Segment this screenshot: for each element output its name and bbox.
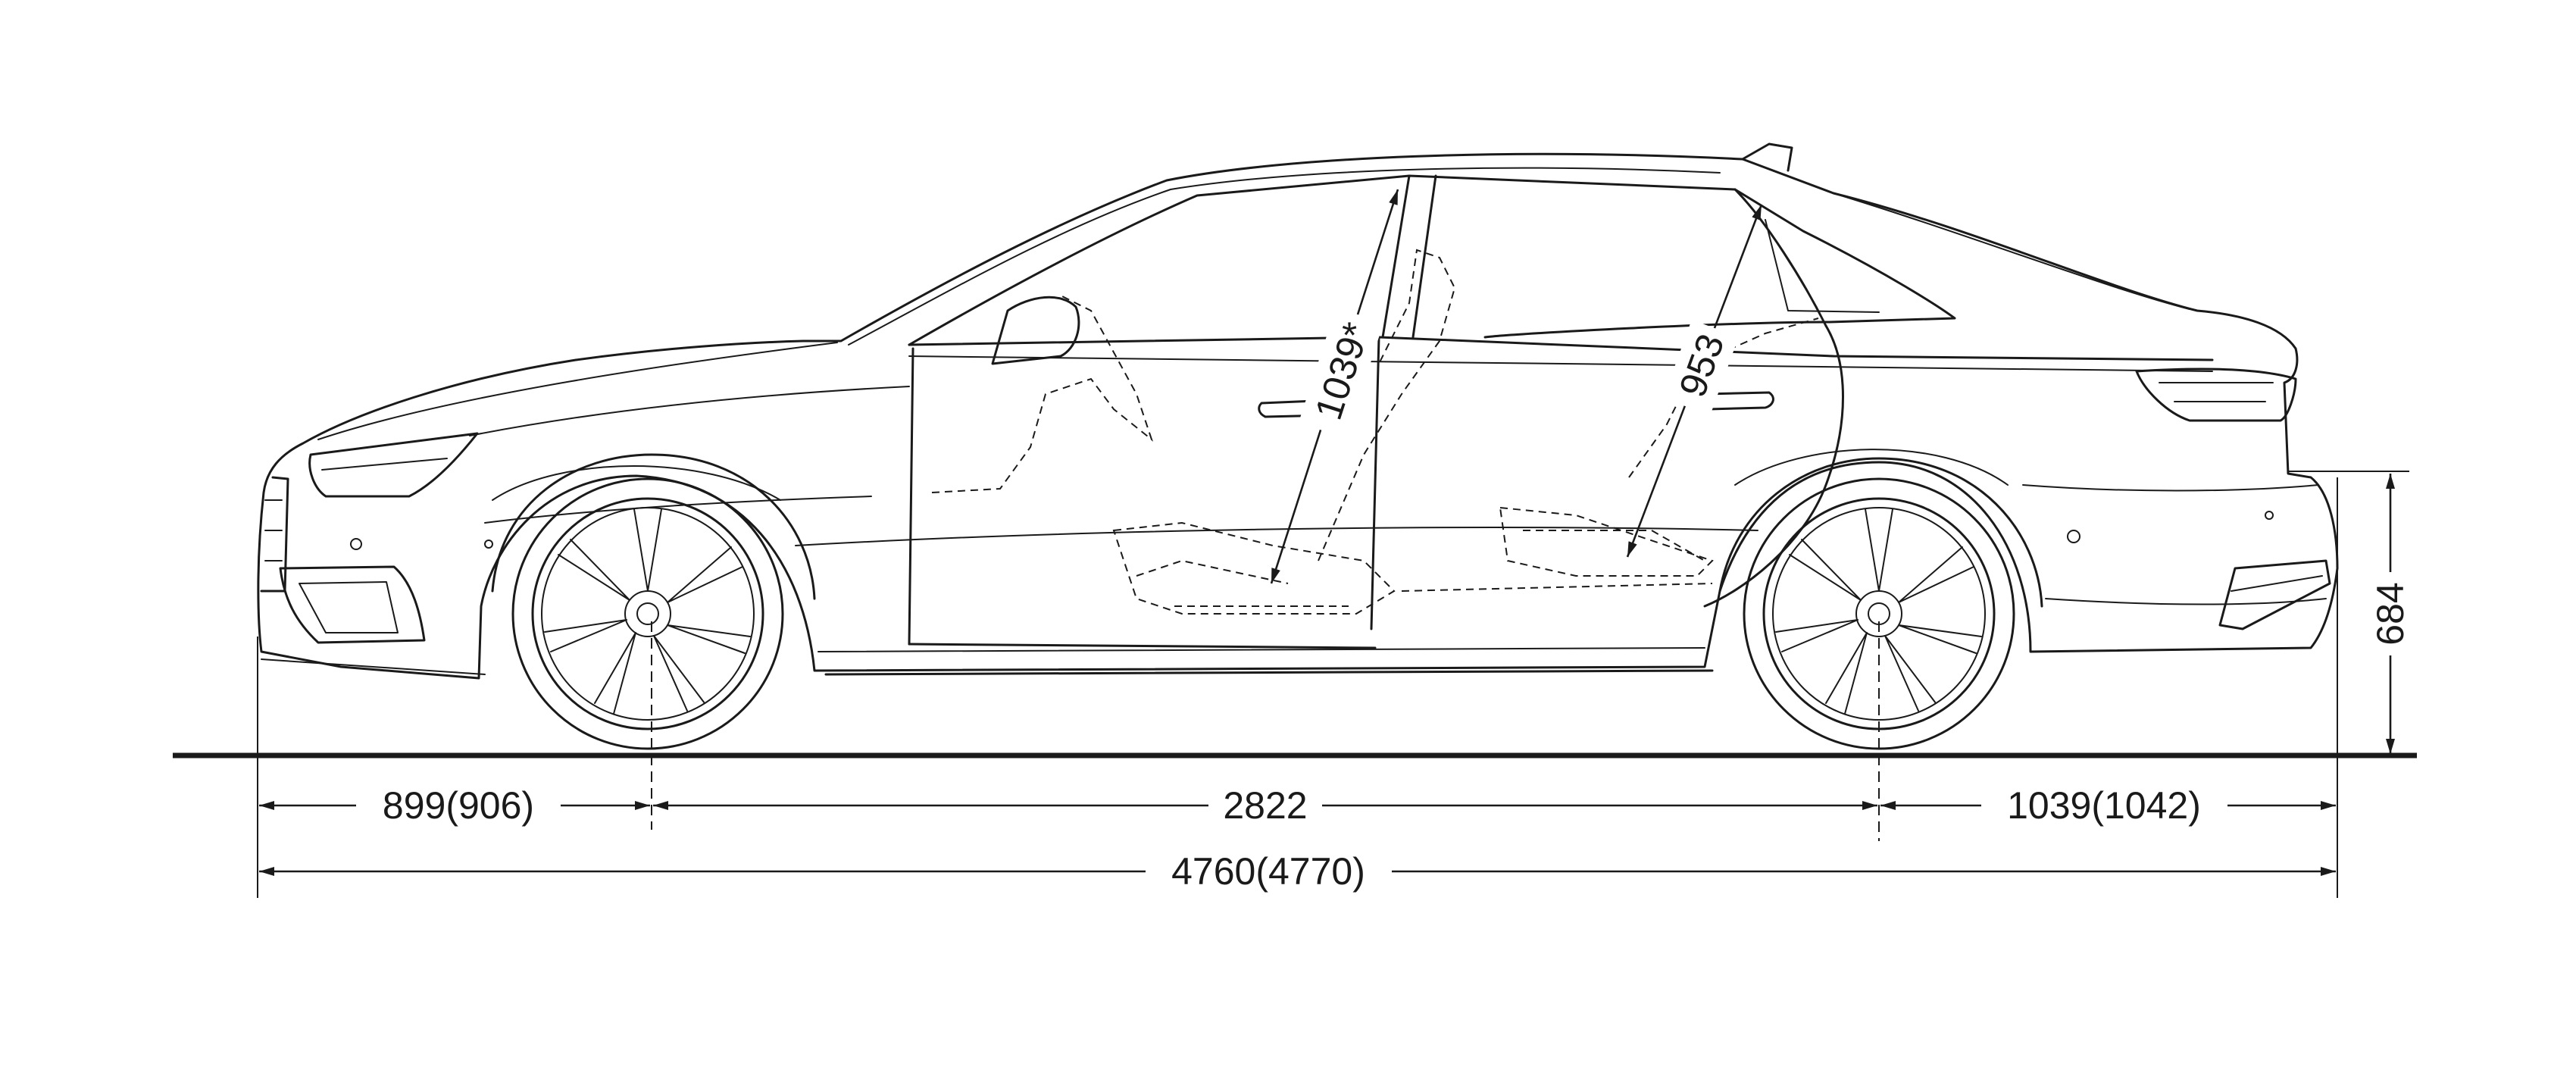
dimension-overall-length: 4760(4770) [259, 846, 2336, 896]
car-side-profile [257, 142, 2339, 750]
dimension-rear-headroom: 953 [1626, 204, 1763, 558]
rear-height-label: 684 [2369, 582, 2412, 645]
dimension-front-overhang: 899(906) [259, 780, 650, 830]
dimension-wheelbase: 2822 [653, 780, 1877, 830]
front-overhang-label: 899(906) [383, 784, 534, 827]
front-wheel [511, 477, 784, 750]
extension-lines [257, 471, 2409, 898]
wheelbase-label: 2822 [1223, 784, 1307, 827]
dimension-rear-height: 684 [2364, 474, 2417, 754]
rear-overhang-label: 1039(1042) [2007, 784, 2201, 827]
dimension-rear-overhang: 1039(1042) [1880, 780, 2336, 830]
overall-length-label: 4760(4770) [1171, 850, 1365, 893]
interior-outline [931, 249, 1819, 615]
